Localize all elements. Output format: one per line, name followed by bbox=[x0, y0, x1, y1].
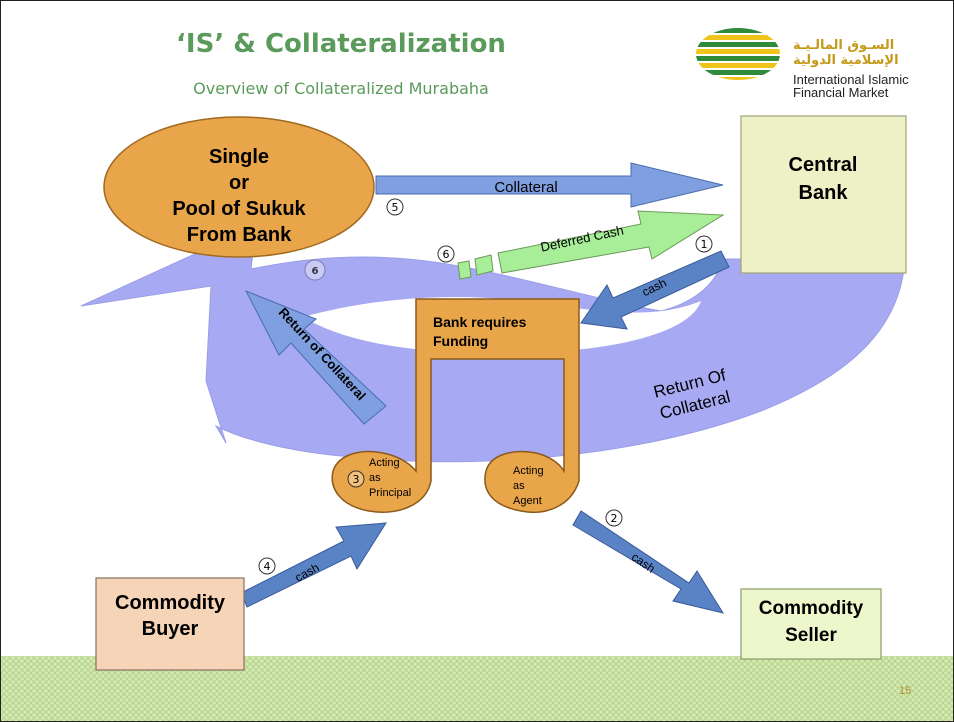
bank-requires-funding-node-label: Bank requires Funding bbox=[433, 314, 527, 349]
logo-english-line-1: International Islamic bbox=[793, 72, 909, 87]
svg-text:Agent: Agent bbox=[513, 495, 542, 507]
svg-text:4: 4 bbox=[264, 560, 271, 573]
commodity-seller-node-shape bbox=[740, 588, 882, 660]
bank-requires-funding-node-shape bbox=[331, 298, 580, 513]
svg-text:Central: Central bbox=[789, 154, 858, 176]
step-4-marker: 4 bbox=[258, 557, 276, 575]
return-of-collateral-arrow bbox=[244, 290, 387, 425]
sukuk-node-label: Single or Pool of Sukuk From Bank bbox=[172, 146, 306, 246]
step-5-marker: 5 bbox=[386, 198, 404, 216]
svg-text:6: 6 bbox=[312, 266, 319, 277]
svg-text:Commodity: Commodity bbox=[115, 592, 226, 614]
cash-arrow-buyer-to-principal bbox=[240, 522, 387, 608]
svg-text:5: 5 bbox=[392, 201, 399, 214]
svg-text:Bank requires: Bank requires bbox=[433, 314, 527, 330]
logo-arabic-line-2: الإسلامية الدولية bbox=[793, 53, 899, 68]
svg-text:2: 2 bbox=[611, 512, 618, 525]
acting-principal-label: Acting as Principal bbox=[369, 457, 411, 499]
logo-english-line-2: Financial Market bbox=[793, 85, 889, 100]
logo-english-text: International Islamic Financial Market bbox=[793, 73, 953, 99]
svg-text:Pool of Sukuk: Pool of Sukuk bbox=[172, 198, 306, 220]
logo-arabic-text: السـوق المالـيـة الإسلامية الدولية bbox=[793, 38, 943, 68]
collateral-arrow bbox=[375, 162, 724, 208]
page-number: 15 bbox=[899, 685, 912, 697]
svg-text:3: 3 bbox=[353, 473, 360, 486]
svg-text:Acting: Acting bbox=[369, 457, 400, 469]
commodity-buyer-node-shape bbox=[95, 577, 245, 671]
svg-text:Bank: Bank bbox=[799, 182, 849, 204]
step-3-marker: 3 bbox=[347, 470, 365, 488]
svg-text:Acting: Acting bbox=[513, 465, 544, 477]
commodity-buyer-node-label: Commodity Buyer bbox=[115, 592, 226, 640]
commodity-seller-node-label: Commodity Seller bbox=[759, 598, 864, 646]
cash-arrow-central-to-bank bbox=[580, 250, 730, 330]
svg-text:or: or bbox=[229, 172, 249, 194]
svg-text:as: as bbox=[369, 472, 381, 484]
iifm-logo-icon bbox=[696, 28, 780, 80]
svg-text:Funding: Funding bbox=[433, 333, 488, 349]
cash-arrow-to-seller bbox=[572, 510, 725, 614]
central-bank-node-shape bbox=[740, 115, 907, 274]
step-6-marker-return: 6 bbox=[304, 259, 326, 281]
svg-text:1: 1 bbox=[701, 238, 708, 251]
slide-subtitle: Overview of Collateralized Murabaha bbox=[193, 79, 489, 98]
svg-text:as: as bbox=[513, 480, 525, 492]
svg-text:6: 6 bbox=[443, 248, 450, 261]
svg-text:Seller: Seller bbox=[785, 625, 837, 646]
step-2-marker: 2 bbox=[605, 509, 623, 527]
svg-text:Commodity: Commodity bbox=[759, 598, 864, 619]
svg-text:Principal: Principal bbox=[369, 487, 411, 499]
step-6-marker-deferred: 6 bbox=[437, 245, 455, 263]
slide-title: ‘IS’ & Collateralization bbox=[176, 29, 506, 59]
central-bank-node-label: Central Bank bbox=[789, 154, 858, 204]
svg-text:Buyer: Buyer bbox=[142, 618, 199, 640]
collateral-label: Collateral bbox=[494, 179, 557, 196]
logo-arabic-line-1: السـوق المالـيـة bbox=[793, 38, 895, 53]
step-1-marker: 1 bbox=[695, 235, 713, 253]
acting-agent-label: Acting as Agent bbox=[513, 465, 544, 507]
sukuk-node-shape bbox=[103, 116, 375, 258]
svg-text:From Bank: From Bank bbox=[187, 224, 292, 246]
deferred-cash-arrow bbox=[457, 210, 725, 280]
svg-text:Single: Single bbox=[209, 146, 269, 168]
